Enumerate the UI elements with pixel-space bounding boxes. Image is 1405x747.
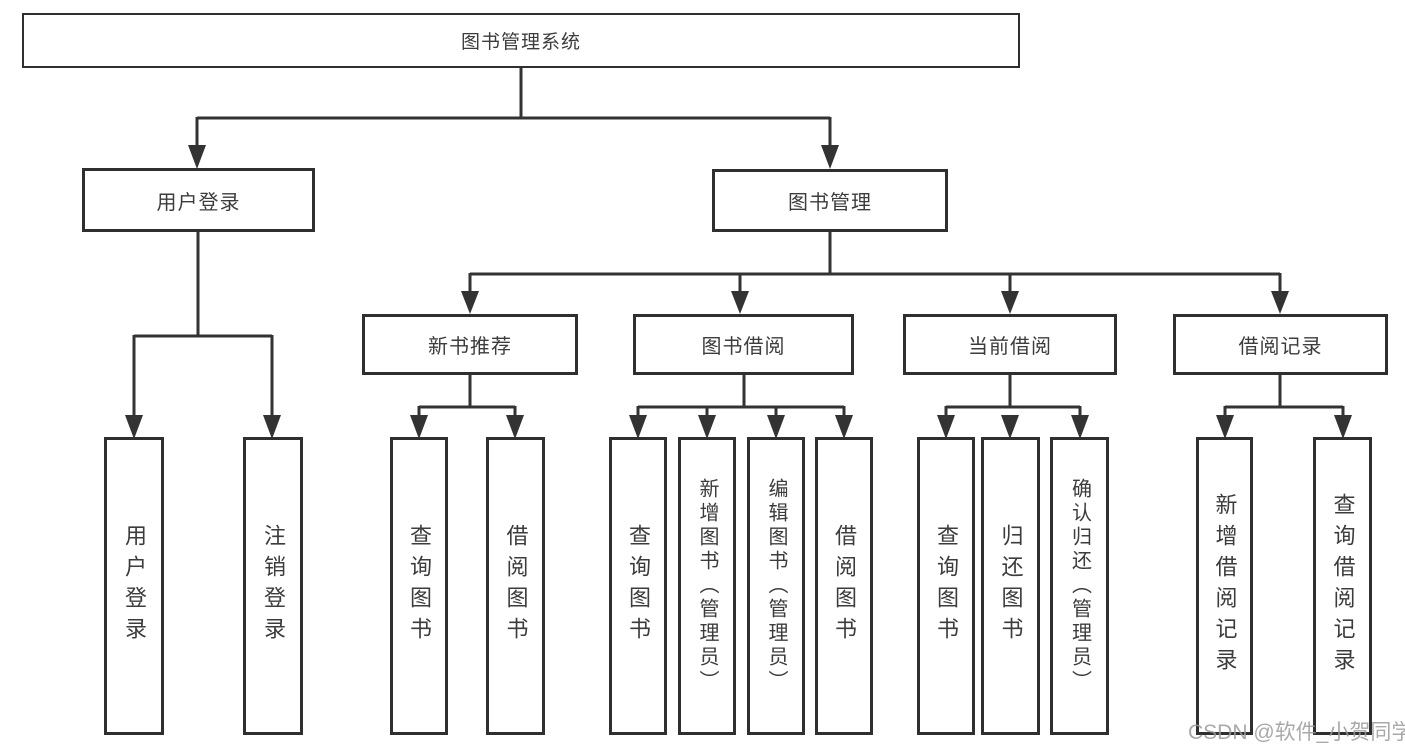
leaf-query-borrow-record: 查询借阅记录 [1313,437,1372,735]
node-borrow-records-label: 借阅记录 [1238,336,1323,358]
leaf-return-books: 归还图书 [981,437,1040,735]
leaf-add-books-admin: 新增图书（管理员） [678,437,736,735]
leaf-borrow-books-recommend: 借阅图书 [486,437,545,735]
node-current-borrowing: 当前借阅 [903,314,1117,375]
leaf-user-login-label: 用户登录 [122,524,147,648]
node-root-system: 图书管理系统 [22,13,1020,68]
leaf-user-login: 用户登录 [104,437,164,735]
leaf-edit-books-admin-label: 编辑图书（管理员） [765,478,787,694]
node-book-borrowing: 图书借阅 [633,314,854,375]
leaf-query-books-recommend-label: 查询图书 [407,524,432,648]
leaf-query-borrow-record-label: 查询借阅记录 [1330,493,1356,679]
leaf-add-borrow-record-label: 新增借阅记录 [1212,493,1238,679]
leaf-logout-label: 注销登录 [261,524,286,648]
node-borrow-records: 借阅记录 [1173,314,1388,375]
leaf-query-books-recommend: 查询图书 [390,437,448,735]
leaf-add-books-admin-label: 新增图书（管理员） [696,478,718,694]
node-book-management-label: 图书管理 [788,192,872,214]
leaf-query-books-current: 查询图书 [917,437,975,735]
csdn-watermark: CSDN @软件_小贺同学 [1188,721,1405,744]
leaf-add-borrow-record: 新增借阅记录 [1196,437,1253,735]
leaf-borrow-books-label: 借阅图书 [832,524,857,648]
node-root-label: 图书管理系统 [460,32,581,53]
leaf-query-books-borrowing: 查询图书 [609,437,667,735]
node-book-management: 图书管理 [712,169,948,232]
leaf-borrow-books-recommend-label: 借阅图书 [503,524,529,648]
node-user-login: 用户登录 [82,168,315,232]
leaf-return-books-label: 归还图书 [998,524,1024,648]
node-new-book-recommend: 新书推荐 [362,314,578,375]
node-user-login-label: 用户登录 [156,191,241,214]
node-book-borrowing-label: 图书借阅 [701,336,786,358]
leaf-logout: 注销登录 [243,437,303,735]
leaf-confirm-return-admin-label: 确认归还（管理员） [1068,478,1091,694]
leaf-query-books-borrowing-label: 查询图书 [626,524,651,648]
node-current-borrowing-label: 当前借阅 [968,336,1052,358]
leaf-confirm-return-admin: 确认归还（管理员） [1050,437,1109,735]
leaf-edit-books-admin: 编辑图书（管理员） [747,437,805,735]
leaf-query-books-current-label: 查询图书 [934,524,959,648]
leaf-borrow-books: 借阅图书 [815,437,873,735]
node-new-book-recommend-label: 新书推荐 [428,336,512,358]
